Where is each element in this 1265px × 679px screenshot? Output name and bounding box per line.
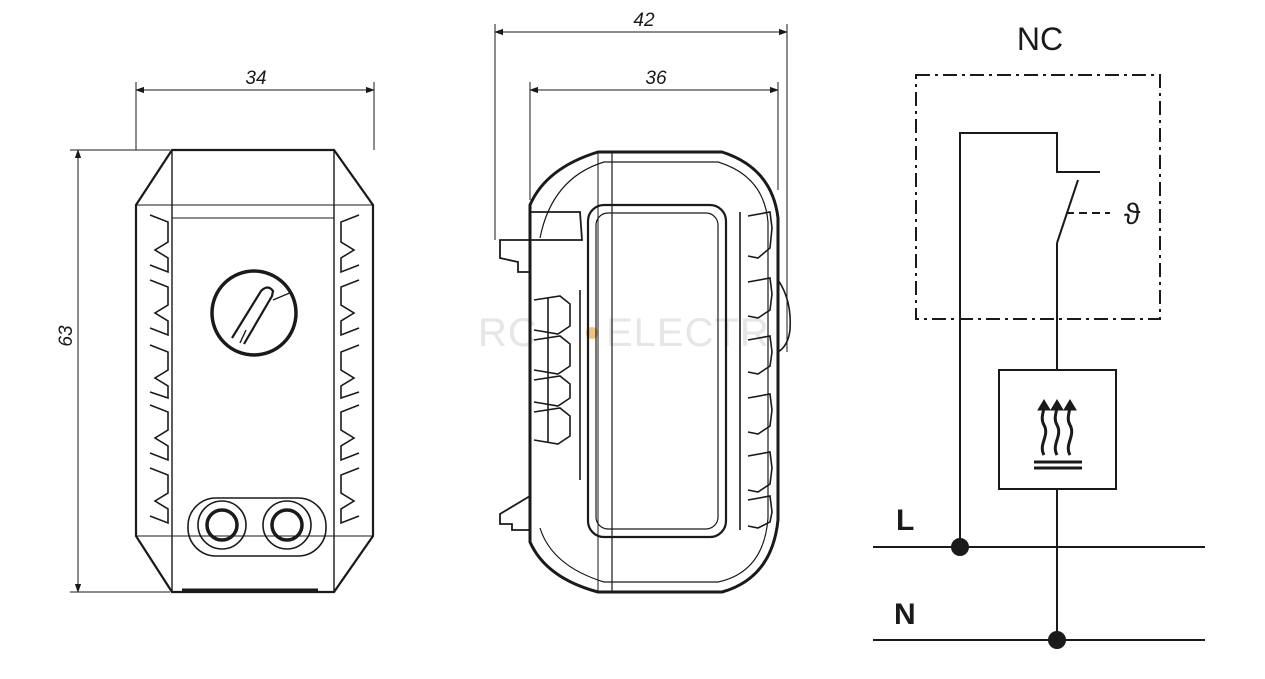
front-height-label: 63 bbox=[56, 325, 77, 347]
side-left-vents bbox=[533, 290, 581, 480]
watermark-left: RC bbox=[478, 311, 538, 355]
left-vent-slots bbox=[149, 214, 169, 525]
side-right-vents bbox=[739, 211, 773, 530]
side-overall-width-label: 42 bbox=[633, 10, 655, 31]
contact-type-label: NC bbox=[1017, 21, 1063, 57]
watermark: RC ELECTR bbox=[478, 311, 770, 355]
front-width-label: 34 bbox=[245, 68, 266, 89]
din-clip-top bbox=[499, 211, 583, 273]
side-view bbox=[494, 24, 792, 594]
line-wire bbox=[959, 132, 1100, 547]
terminal-block bbox=[187, 497, 327, 557]
side-inner-panel bbox=[586, 203, 728, 539]
terminal-screw-right bbox=[262, 500, 312, 550]
thermostat-housing bbox=[915, 74, 1161, 320]
side-body-outline bbox=[528, 150, 780, 594]
watermark-right: ELECTR bbox=[606, 311, 770, 355]
right-vent-slots bbox=[340, 214, 360, 525]
nc-switch-contact bbox=[1056, 179, 1079, 244]
adjustment-knob bbox=[210, 269, 298, 357]
line-label: L bbox=[896, 504, 914, 537]
front-view bbox=[70, 82, 375, 594]
side-body-width-label: 36 bbox=[645, 68, 667, 89]
din-clip-bottom bbox=[499, 495, 531, 531]
heat-symbol-icon bbox=[1034, 405, 1082, 470]
neutral-junction bbox=[1048, 631, 1066, 649]
neutral-label: N bbox=[894, 598, 916, 631]
wiring-schematic bbox=[873, 74, 1205, 649]
terminal-screw-left bbox=[197, 500, 247, 550]
temperature-symbol: ϑ bbox=[1124, 198, 1141, 231]
line-junction bbox=[951, 538, 969, 556]
